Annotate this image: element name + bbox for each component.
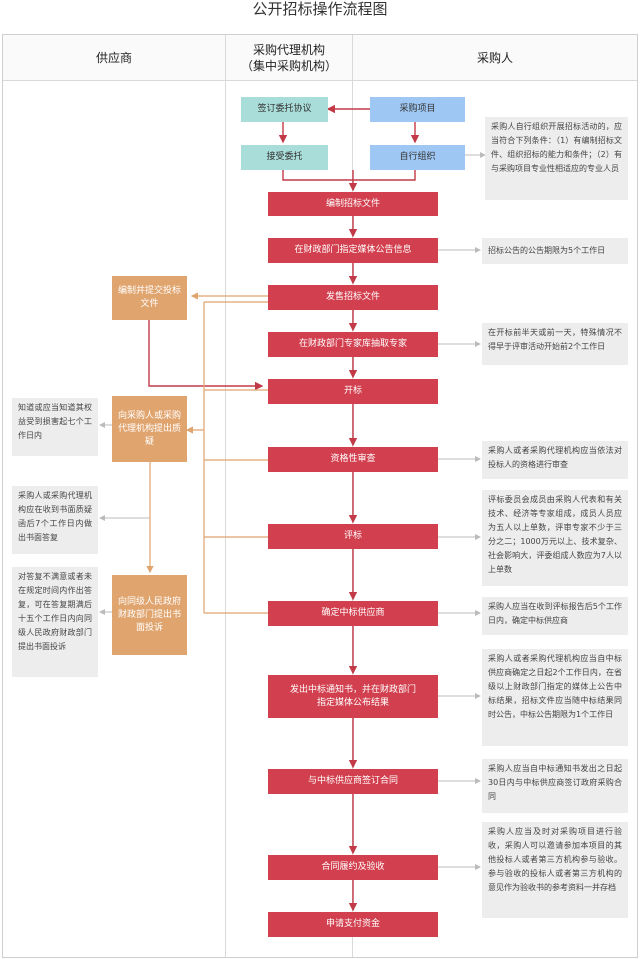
header-divider [3, 80, 637, 81]
node-file-complaint: 向同级人民政府财政部门提出书面投诉 [112, 575, 187, 655]
note-contract: 采购人应当自中标通知书发出之日起30日内与中标供应商签订政府采购合同 [482, 759, 628, 813]
node-self-organize: 自行组织 [370, 145, 465, 170]
note-determine-winner: 采购人应当在收到评标报告后5个工作日内，确定中标供应商 [482, 597, 628, 635]
column-divider-1 [225, 35, 226, 957]
note-evaluation-committee: 评标委员会成员由采购人代表和有关技术、经济等专家组成，成员人员应为五人以上单数，… [482, 490, 628, 586]
node-raise-query: 向采购人或采购代理机构提出质疑 [112, 396, 187, 462]
column-header-agency-line1: 采购代理机构 [252, 42, 325, 57]
node-sell-docs: 发售招标文件 [268, 285, 438, 310]
note-result-notice: 采购人或者采购代理机构应当自中标供应商确定之日起2个工作日内，在省级以上财政部门… [482, 649, 628, 746]
node-purchase-project: 采购项目 [370, 97, 465, 122]
note-acceptance: 采购人应当及时对采购项目进行验收，采购人可以邀请参加本项目的其他投标人或者第三方… [482, 822, 628, 918]
node-accept-entrust: 接受委托 [241, 145, 328, 170]
note-qualification: 采购人或者采购代理机构应当依法对投标人的资格进行审查 [482, 441, 628, 479]
note-notice-period: 招标公告的公告期限为5个工作日 [482, 238, 628, 264]
column-header-agency-line2: （集中采购机构） [240, 58, 337, 73]
node-determine-winner: 确定中标供应商 [268, 601, 438, 626]
node-fulfil-accept: 合同履约及验收 [268, 855, 438, 880]
node-publish-notice: 在财政部门指定媒体公告信息 [268, 238, 438, 263]
column-header-purchaser: 采购人 [353, 35, 637, 80]
node-sign-agreement: 签订委托协议 [241, 97, 328, 122]
node-qualification-review: 资格性审查 [268, 447, 438, 472]
note-query-deadline: 知道或应当知道其权益受到损害起七个工作日内 [12, 398, 98, 456]
diagram-frame [2, 34, 638, 958]
node-evaluate-bids: 评标 [268, 524, 438, 549]
node-apply-payment: 申请支付资金 [268, 912, 438, 937]
node-prepare-submit-bid: 编制并提交投标文件 [112, 276, 187, 320]
column-header-agency: 采购代理机构 （集中采购机构） [226, 35, 352, 80]
node-open-bids: 开标 [268, 379, 438, 404]
note-reply-deadline: 采购人或采购代理机构应在收到书面质疑函后7个工作日内做出书面答复 [12, 486, 98, 554]
note-complaint-deadline: 对答复不满意或者未在规定时间内作出答复，可在答复期满后十五个工作日内向同级人民政… [12, 567, 98, 677]
node-draw-experts: 在财政部门专家库抽取专家 [268, 332, 438, 357]
node-sign-contract: 与中标供应商签订合同 [268, 769, 438, 794]
column-header-supplier: 供应商 [3, 35, 225, 80]
arrow-self-join [353, 170, 416, 181]
arrow-bid-to-open [148, 320, 264, 391]
node-issue-notice: 发出中标通知书，并在财政部门指定媒体公布结果 [268, 675, 438, 718]
arrow-accept-join [282, 170, 353, 181]
node-prepare-docs: 编制招标文件 [268, 192, 438, 216]
page-title: 公开招标操作流程图 [252, 0, 388, 18]
note-self-organize-conditions: 采购人自行组织开展招标活动的，应当符合下列条件：（1）有编制招标文件、组织招标的… [485, 117, 628, 200]
note-expert-draw-time: 在开标前半天或前一天，特殊情况不得早于评审活动开始前2个工作日 [482, 323, 628, 365]
